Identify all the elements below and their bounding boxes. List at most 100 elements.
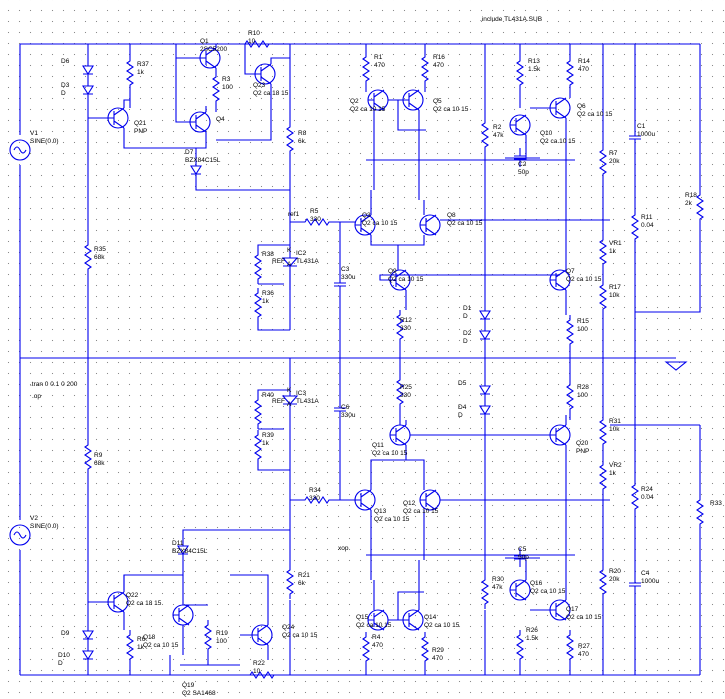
source-V2[interactable] bbox=[9, 524, 31, 546]
source-V1[interactable] bbox=[9, 139, 31, 161]
diode-d5[interactable]: D5 bbox=[458, 380, 466, 388]
component-ref-label: C4 bbox=[641, 570, 650, 577]
pin-label-ref: REF bbox=[272, 398, 285, 405]
resistor-r40[interactable]: R40 bbox=[262, 392, 274, 400]
component-value-label: BZX84C15L bbox=[185, 156, 221, 164]
resistor-r33[interactable]: R33 bbox=[710, 500, 722, 508]
component-value-label: 330 bbox=[310, 215, 321, 223]
component-ref-label: R12 bbox=[400, 317, 412, 324]
component-value-label: Q2 ca 10 15 bbox=[577, 110, 613, 118]
component-value-label: 1k bbox=[609, 247, 616, 255]
component-ref-label: VR2 bbox=[609, 462, 622, 469]
diode-d6[interactable]: D6 bbox=[61, 58, 69, 66]
resistor-r38[interactable]: R38 bbox=[262, 251, 274, 259]
transistor-q4[interactable]: Q4 bbox=[216, 116, 225, 124]
diode-d9[interactable]: D9 bbox=[61, 630, 69, 638]
regulator-IC2[interactable] bbox=[281, 240, 299, 290]
directive-op: .op bbox=[32, 393, 42, 400]
component-value-label: 68k bbox=[94, 253, 105, 261]
component-ref-label: C6 bbox=[341, 404, 350, 411]
